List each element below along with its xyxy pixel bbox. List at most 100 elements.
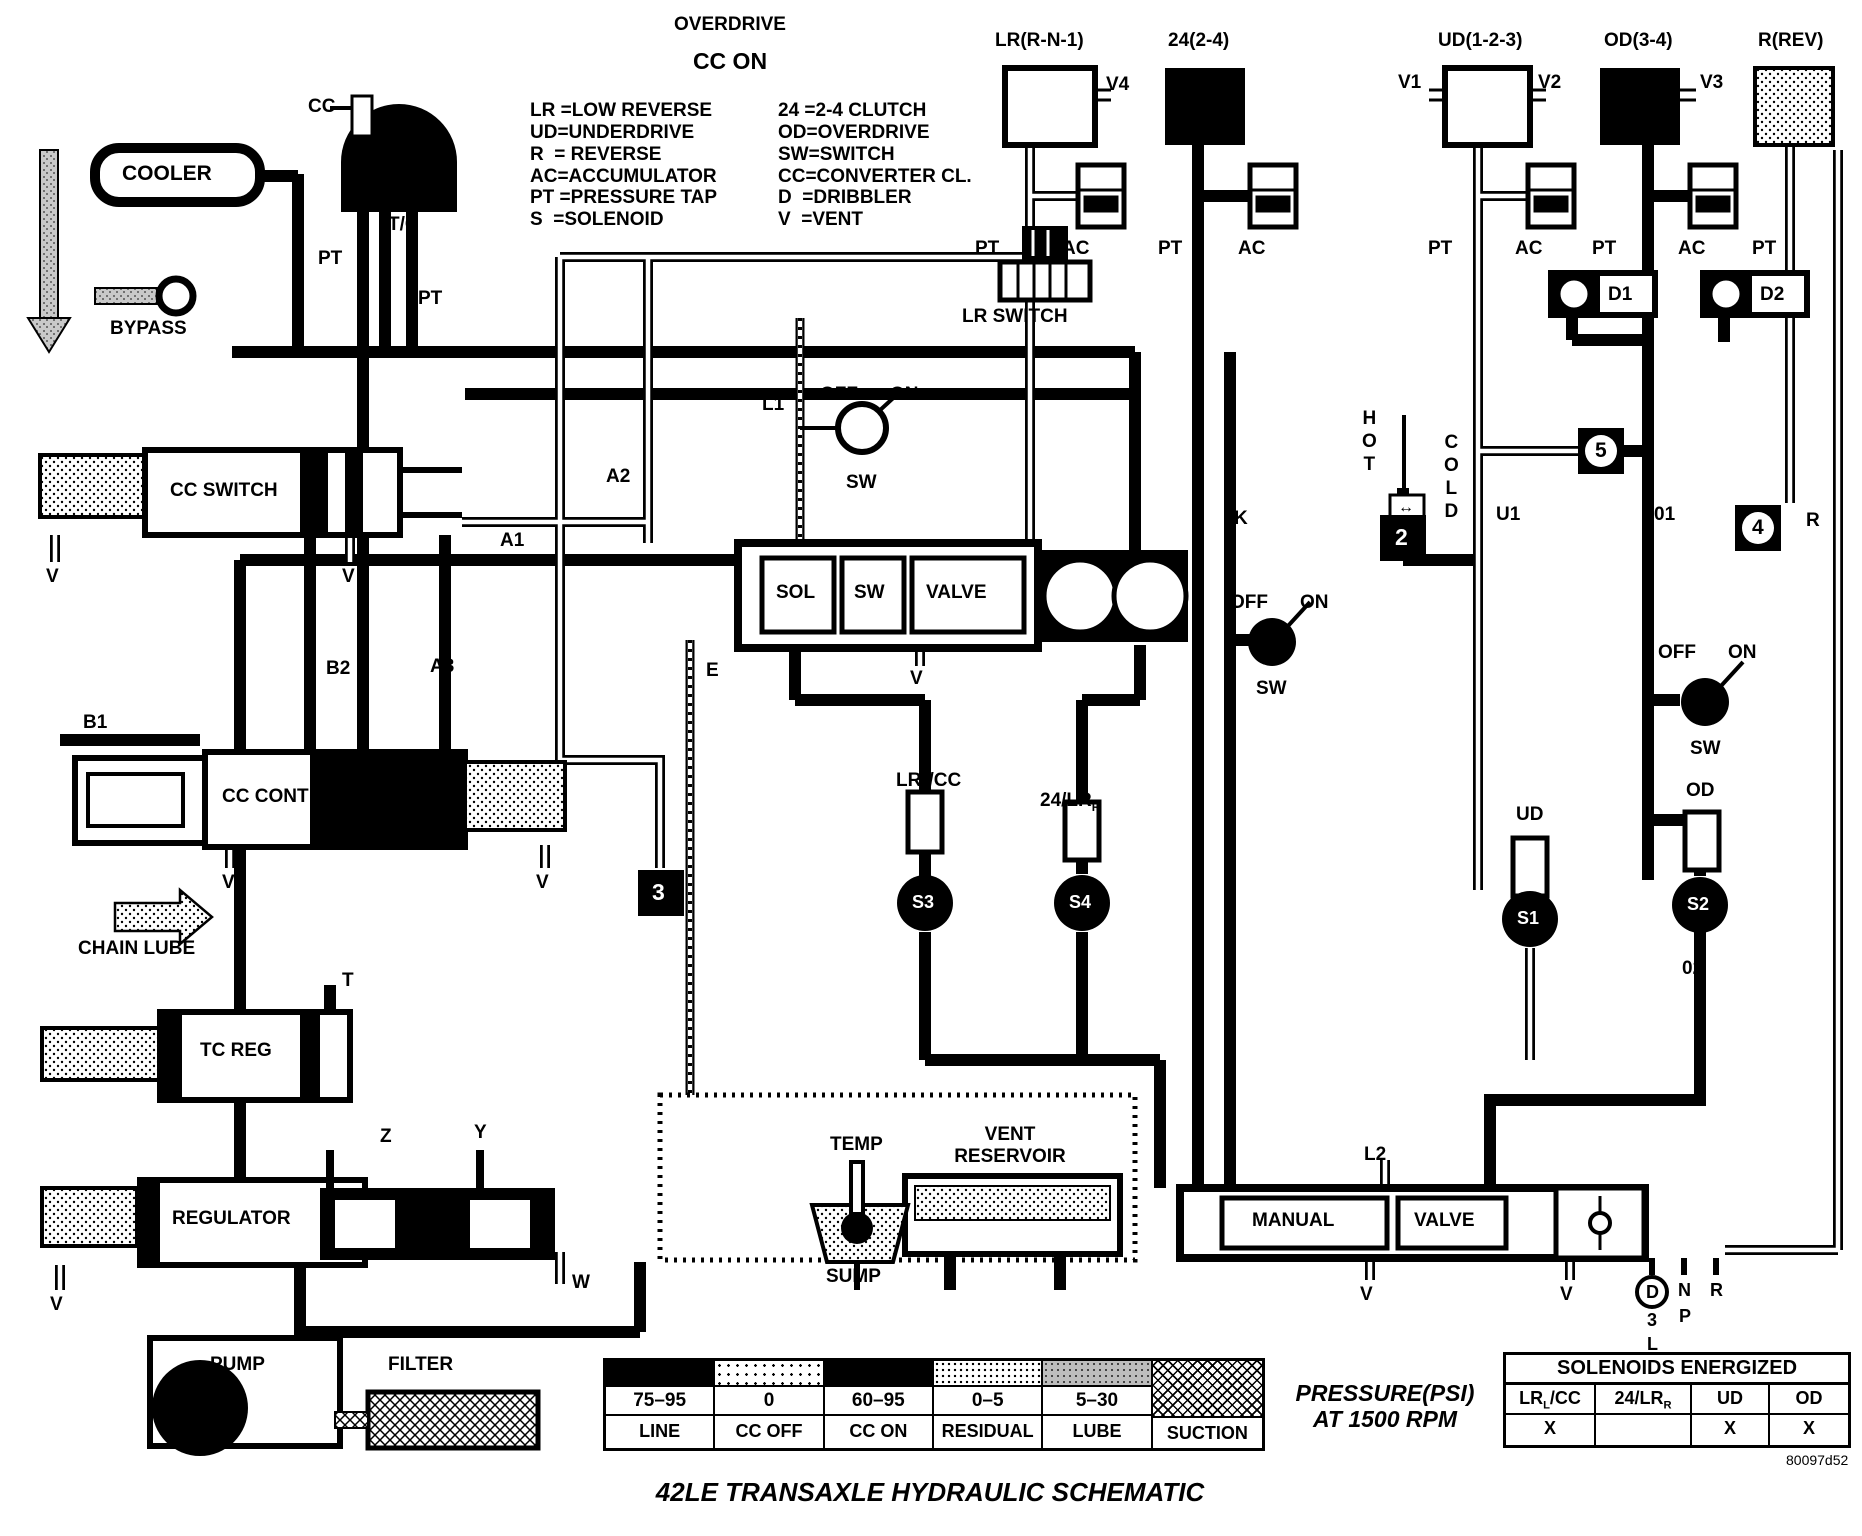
pressure-col-suction: SUCTION [1152, 1361, 1262, 1448]
circuit-lr-label: LR(R-N-1) [995, 30, 1084, 51]
solenoids-energized-table: SOLENOIDS ENERGIZED LRL/CC 24/LRR UD OD … [1503, 1352, 1851, 1448]
switch2-sw-label: SW [1256, 678, 1287, 699]
swatch-cc-off [715, 1361, 823, 1387]
swatch-lube [1043, 1361, 1151, 1387]
ac-label: AC [1062, 238, 1090, 259]
reservoir-sump-shape [809, 1160, 1123, 1290]
hot-label: HOT [1358, 408, 1380, 477]
pressure-legend-table: 75–95 LINE 0 CC OFF 60–95 CC ON 0–5 RESI… [603, 1358, 1265, 1451]
thermal-arrow: ↔ [1398, 499, 1414, 516]
checkball-5-label: 5 [1595, 439, 1607, 462]
manual-label: MANUAL [1252, 1210, 1335, 1231]
pressure-col-line: 75–95 LINE [606, 1361, 716, 1448]
solenoids-table-title: SOLENOIDS ENERGIZED [1506, 1355, 1848, 1385]
cc-switch-shape [38, 447, 462, 538]
d1-label: D1 [1608, 284, 1633, 305]
port-k-label: K [1234, 508, 1248, 529]
tc-reg-label: TC REG [200, 1040, 272, 1061]
solenoids-table-values: X X X [1506, 1415, 1848, 1445]
vent-label: V [222, 872, 235, 893]
circuit-od-label: OD(3-4) [1604, 30, 1673, 51]
cc-cont-shape [72, 749, 567, 850]
pt-label: PT [318, 248, 343, 269]
checkballs [638, 428, 1781, 916]
sump-label: SUMP [826, 1266, 881, 1287]
vent-label: V [50, 1294, 63, 1315]
shifter-l-label: L [1647, 1334, 1658, 1354]
cold-label: COLD [1440, 432, 1462, 524]
switch1-off-label: OFF [820, 384, 858, 405]
checkball-3-label: 3 [652, 879, 665, 905]
s3-circuit-label: LRL/CC [896, 770, 962, 794]
suction-lube-pipes [26, 149, 158, 354]
pt-label: PT [975, 238, 1000, 259]
shifter-3-label: 3 [1647, 1310, 1658, 1330]
cc-switch-label: CC SWITCH [170, 480, 278, 501]
residual-pipes [657, 318, 1138, 1263]
switch1-sw-label: SW [846, 472, 877, 493]
port-a2-label: A2 [606, 466, 631, 487]
d2-label: D2 [1760, 284, 1785, 305]
switch1-on-label: ON [890, 384, 919, 405]
switch2-on-label: ON [1300, 592, 1329, 613]
port-w-label: W [572, 1272, 590, 1293]
pt-label: PT [1752, 238, 1777, 259]
doc-code: 80097d52 [1786, 1452, 1849, 1468]
switch3-off-label: OFF [1658, 642, 1696, 663]
circuit-24-label: 24(2-4) [1168, 30, 1230, 51]
shifter-p-label: P [1679, 1306, 1692, 1326]
pressure-col-ccon: 60–95 CC ON [824, 1361, 934, 1448]
sol-label: SOL [776, 582, 816, 603]
lr-switch-label: LR SWITCH [962, 306, 1068, 327]
port-01-label: 01 [1654, 504, 1676, 525]
switch3-sw-label: SW [1690, 738, 1721, 759]
accumulators [1075, 162, 1739, 230]
footer-title: 42LE TRANSAXLE HYDRAULIC SCHEMATIC [655, 1477, 1205, 1507]
regulator-shape [40, 1150, 555, 1268]
s4-label: S4 [1069, 892, 1092, 912]
pt-label: PT [1592, 238, 1617, 259]
pt-label: PT [418, 288, 443, 309]
solenoids-table-header: LRL/CC 24/LRR UD OD [1506, 1385, 1848, 1415]
valve-label: VALVE [926, 582, 987, 603]
port-02-label: 02 [1682, 958, 1704, 979]
port-y-label: Y [474, 1122, 487, 1143]
vent-v1-label: V1 [1398, 72, 1422, 93]
checkball-4-label: 4 [1752, 516, 1764, 539]
swatch-cc-on [824, 1361, 932, 1387]
port-a3-label: A3 [430, 656, 455, 677]
s2-label: S2 [1687, 894, 1710, 914]
pt-label: PT [1158, 238, 1183, 259]
pt-label: PT [1428, 238, 1453, 259]
page-subtitle: CC ON [692, 48, 768, 74]
bypass-label: BYPASS [110, 318, 187, 339]
manual-valve-label: VALVE [1414, 1210, 1475, 1231]
od-sol-label: OD [1686, 780, 1715, 801]
clutch-boxes [1002, 65, 1835, 148]
chain-lube-label: CHAIN LUBE [78, 938, 196, 959]
temp-label: TEMP [830, 1134, 883, 1155]
checkball-2-label: 2 [1395, 524, 1408, 550]
manual-valve-shape [1176, 1184, 1719, 1309]
port-t-label: T [342, 970, 354, 991]
center-valve-shape [734, 539, 1189, 652]
port-z-label: Z [380, 1126, 392, 1147]
vent-label: V [910, 668, 923, 689]
ud-sol-label: UD [1516, 804, 1544, 825]
ac-label: AC [1238, 238, 1266, 259]
vented-pipes [50, 145, 1843, 1290]
s1-label: S1 [1517, 908, 1540, 928]
swatch-residual [934, 1361, 1042, 1387]
vent-label: V [46, 566, 59, 587]
vent-label: V [342, 566, 355, 587]
vent-label: V [1560, 1284, 1573, 1305]
shifter-n-label: N [1678, 1280, 1691, 1300]
vent-v2-label: V2 [1538, 72, 1562, 93]
port-u1-label: U1 [1496, 504, 1521, 525]
shifter-r-label: R [1710, 1280, 1723, 1300]
ac-label: AC [1678, 238, 1706, 259]
pressure-pipes [60, 115, 1730, 1342]
ac-label: AC [1515, 238, 1543, 259]
dribblers [1548, 270, 1810, 318]
